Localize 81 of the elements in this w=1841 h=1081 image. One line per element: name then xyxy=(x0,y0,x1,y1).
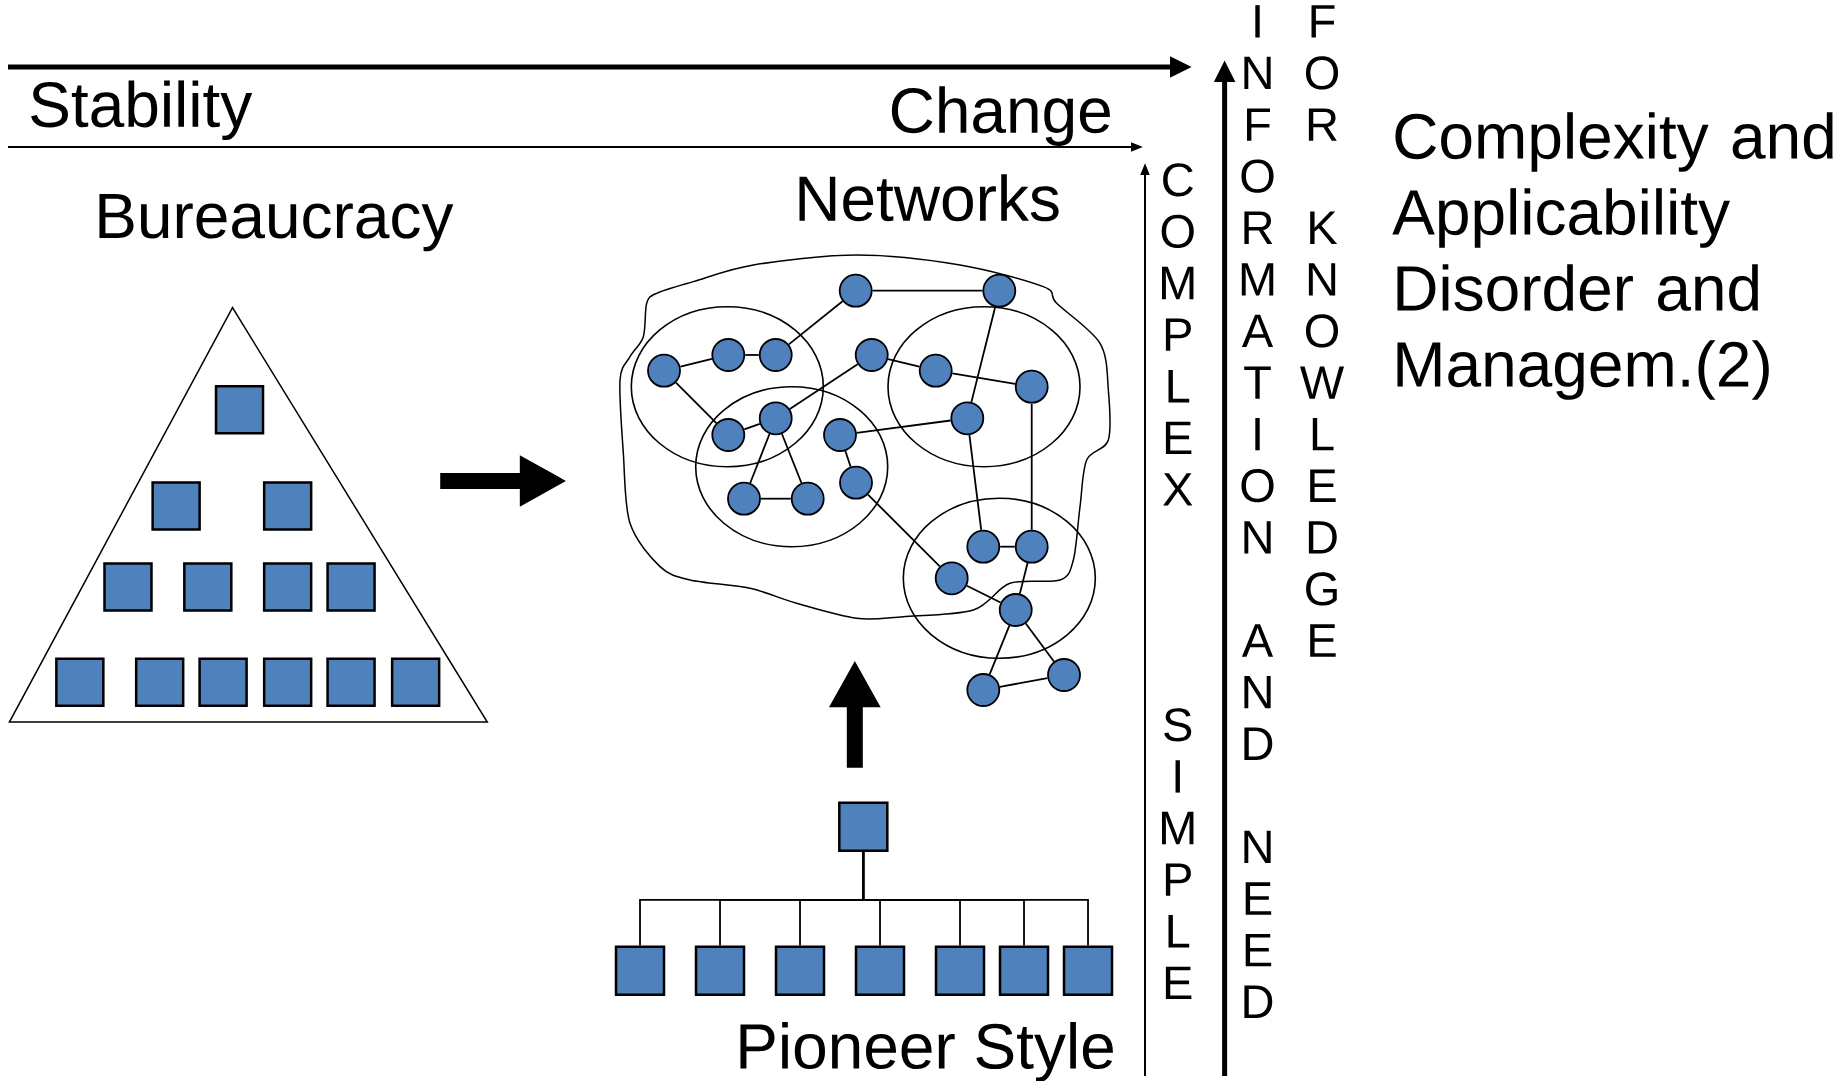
title: Complexity and Applicability Disorder and Managem.(2) xyxy=(1392,112,1833,400)
circle-node xyxy=(854,338,889,372)
connector-line xyxy=(965,584,1002,604)
circle-node xyxy=(758,401,793,436)
square-node xyxy=(198,657,248,707)
circle-node xyxy=(647,353,681,388)
square-node xyxy=(774,945,826,996)
connector-line xyxy=(999,677,1049,688)
circle-node xyxy=(982,273,1017,308)
circle-node xyxy=(966,673,1001,707)
connector-line xyxy=(679,358,713,368)
connector-line xyxy=(781,433,803,484)
circle-node xyxy=(839,465,873,500)
circle-node xyxy=(711,338,746,372)
connector-line xyxy=(749,433,771,484)
vertical-text: SIMPLE xyxy=(1162,708,1194,999)
square-node xyxy=(183,562,233,612)
heading: Bureaucracy xyxy=(99,193,454,252)
vertical-text: FOR KNOWLEDGE xyxy=(1300,5,1345,657)
connector-line xyxy=(1030,402,1033,531)
circle-node xyxy=(823,418,857,452)
square-node xyxy=(998,945,1050,996)
connector-line xyxy=(871,289,984,292)
circle-node xyxy=(727,481,761,516)
connector-line xyxy=(1024,622,1055,663)
connector-line xyxy=(999,545,1016,548)
square-node xyxy=(326,562,376,612)
connector-line xyxy=(844,450,852,468)
circle-node xyxy=(1014,529,1049,564)
square-node xyxy=(838,801,889,852)
square-node xyxy=(214,385,265,435)
org-chart-line xyxy=(862,851,1089,947)
square-node xyxy=(151,481,201,531)
connector-line xyxy=(744,354,760,356)
circle-node xyxy=(950,401,985,436)
connector-line xyxy=(1018,562,1029,595)
circle-node xyxy=(758,338,793,372)
circle-node xyxy=(966,529,1001,564)
vertical-text: INFORMATION AND NEED xyxy=(1241,5,1274,1018)
square-node xyxy=(614,945,666,996)
circle-node xyxy=(918,353,953,388)
scale-label: Change xyxy=(891,86,1110,146)
heading: Networks xyxy=(799,174,1059,222)
square-node xyxy=(262,657,313,707)
connector-line xyxy=(743,423,761,431)
connector-line xyxy=(887,358,921,368)
circle-node xyxy=(790,481,825,516)
square-node xyxy=(934,945,986,996)
square-node xyxy=(55,657,105,707)
cluster-ellipse xyxy=(887,305,1081,468)
connector-line xyxy=(788,300,844,346)
connector-line xyxy=(968,434,983,531)
cluster-ellipse xyxy=(902,497,1097,660)
square-node xyxy=(694,945,746,996)
square-node xyxy=(326,657,376,707)
circle-node xyxy=(934,561,969,596)
vertical-text: COMPLEX xyxy=(1161,163,1194,506)
square-node xyxy=(134,657,185,707)
scale-label: Stability xyxy=(31,80,253,141)
circle-node xyxy=(711,418,746,452)
cluster-ellipse xyxy=(630,305,825,468)
square-node xyxy=(390,657,441,707)
square-node xyxy=(1062,945,1114,996)
connector-line xyxy=(951,372,1016,385)
circle-node xyxy=(1047,658,1081,692)
connector-line xyxy=(675,381,718,424)
square-node xyxy=(854,945,906,996)
circle-node xyxy=(1014,369,1049,404)
connector-line xyxy=(760,497,792,500)
square-node xyxy=(103,562,153,612)
connector-line xyxy=(970,306,997,403)
connector-line xyxy=(855,419,952,434)
connector-line xyxy=(788,363,859,410)
connector-line xyxy=(867,493,941,568)
square-node xyxy=(262,562,313,612)
circle-node xyxy=(838,273,873,308)
circle-node xyxy=(998,593,1033,627)
connector-line xyxy=(988,624,1011,676)
caption-label: Pioneer Style xyxy=(740,1022,1113,1081)
square-node xyxy=(262,481,313,531)
cluster-ellipse xyxy=(694,385,889,548)
